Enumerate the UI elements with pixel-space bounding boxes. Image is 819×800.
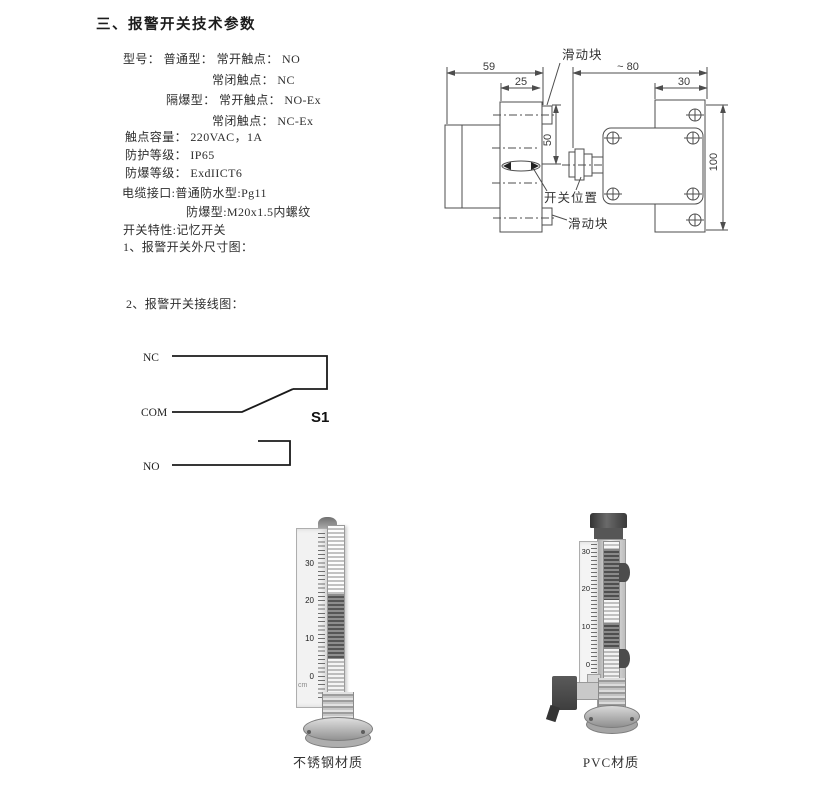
spec-line-nc: 常闭触点： NC <box>212 73 295 87</box>
scale-label: 10 <box>581 622 590 631</box>
flipper-section-empty <box>328 526 344 594</box>
product-caption-stainless: 不锈钢材质 <box>292 755 363 770</box>
wiring-lines <box>172 355 328 466</box>
dim-slide-range: 50 <box>542 134 554 146</box>
spec-line-ex-thread: 防爆型:M20x1.5内螺纹 <box>186 205 311 219</box>
dimension-drawing: 59 25 50 ~ 80 30 100 滑动块 开关位置 滑动块 <box>444 48 728 233</box>
gauge-flange <box>303 717 373 741</box>
flange-bolt <box>361 730 365 734</box>
screw-icon <box>686 213 704 227</box>
flipper-section-level <box>328 594 344 659</box>
scale-label: 0 <box>585 660 590 669</box>
spec-line-contact-rating: 触点容量： 220VAC，1A <box>125 130 263 144</box>
dim-depth-top: 30 <box>678 76 690 88</box>
product-photo-pvc: 30 20 10 0 <box>545 510 644 756</box>
label-slider-bottom: 滑动块 <box>568 217 609 231</box>
section-title: 三、报警开关技术参数 <box>96 17 256 33</box>
spec-line-cable-entry: 电缆接口:普通防水型:Pg11 <box>122 186 267 200</box>
figure2-caption: 2、报警开关接线图： <box>126 297 245 311</box>
front-view <box>562 99 706 233</box>
spec-line-exproof-model: 隔爆型： 常开触点： NO-Ex <box>166 93 322 107</box>
spec-line-model: 型号： 普通型： 常开触点： NO <box>123 52 301 66</box>
label-slider-top: 滑动块 <box>562 48 603 62</box>
screw-icon <box>684 187 702 201</box>
flange-bolt <box>307 730 311 734</box>
flipper-section-empty <box>604 649 619 687</box>
terminal-nc-label: NC <box>143 352 159 364</box>
flipper-section-empty <box>604 600 619 623</box>
screw-icon <box>684 131 702 145</box>
product-caption-pvc: PVC材质 <box>582 755 640 770</box>
switch-position-slot <box>501 160 541 172</box>
figure1-caption: 1、报警开关外尺寸图： <box>123 240 254 254</box>
scale-label: 0 <box>309 672 314 681</box>
scale-unit-label: cm <box>298 682 308 689</box>
spec-line-nc-ex: 常闭触点： NC-Ex <box>212 114 314 128</box>
alarm-switch-box <box>552 676 577 710</box>
spec-line-switch-type: 开关特性:记忆开关 <box>123 223 226 237</box>
gauge-scale-ticks <box>591 544 597 678</box>
screw-icon <box>604 187 622 201</box>
scale-label: 10 <box>305 634 314 643</box>
dimension-lines <box>446 67 728 231</box>
screw-icon <box>686 108 704 122</box>
leader-lines <box>532 62 582 221</box>
terminal-com-label: COM <box>141 407 167 419</box>
switch-cable-gland <box>545 704 561 723</box>
spec-line-ex-rating: 防爆等级： ExdIICT6 <box>125 166 243 180</box>
slider-block-bottom <box>541 207 553 226</box>
dim-width-top: 25 <box>515 76 527 88</box>
flipper-section-level <box>604 623 619 649</box>
flipper-section-level <box>604 549 619 600</box>
dim-height-total: 100 <box>708 153 720 171</box>
flipper-section-empty <box>604 542 619 549</box>
center-lines <box>492 114 556 219</box>
side-connection-lower <box>619 649 630 668</box>
dim-depth-total: ~ 80 <box>617 61 639 73</box>
side-connection-upper <box>619 563 630 582</box>
scale-label: 20 <box>305 596 314 605</box>
switch-s1-label: S1 <box>311 409 329 426</box>
gauge-flange <box>584 705 640 728</box>
terminal-no-label: NO <box>143 461 160 473</box>
screw-icon <box>604 131 622 145</box>
scale-label: 20 <box>581 584 590 593</box>
elbow-pipe <box>575 682 600 700</box>
gauge-flipper-column <box>603 541 620 690</box>
dim-width-total: 59 <box>483 61 495 73</box>
gauge-cap-collar <box>594 528 623 539</box>
scale-label: 30 <box>305 559 314 568</box>
gauge-top-cap <box>590 513 627 528</box>
switch-housing <box>602 127 704 205</box>
flange-bolt <box>589 717 593 721</box>
product-photo-stainless-steel: 30 20 10 0 cm <box>294 514 380 754</box>
flange-bolt <box>630 717 634 721</box>
spec-line-ip-rating: 防护等级： IP65 <box>125 148 215 162</box>
gauge-scale-ticks <box>318 533 325 701</box>
scale-label: 30 <box>581 547 590 556</box>
gauge-flipper-column <box>327 525 345 708</box>
side-view <box>444 101 556 233</box>
wiring-diagram: NC COM NO S1 <box>141 352 329 473</box>
label-switch-position: 开关位置 <box>544 190 598 205</box>
